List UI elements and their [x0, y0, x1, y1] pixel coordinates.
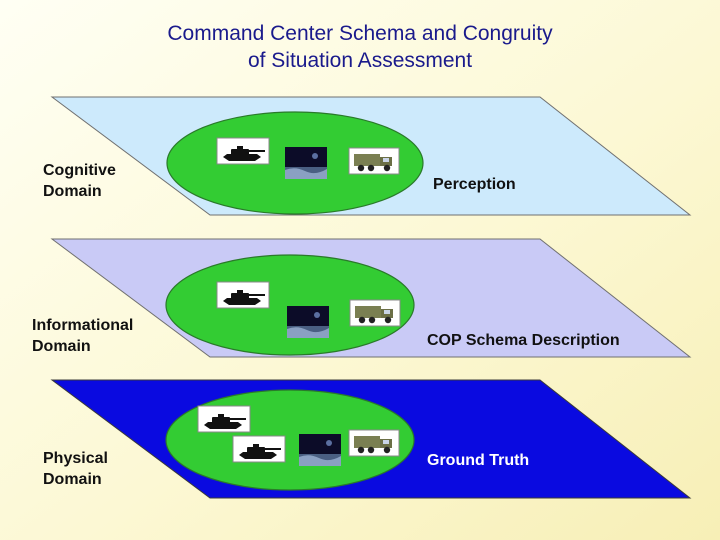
- photo-icon: [299, 434, 341, 466]
- photo-icon: [287, 306, 329, 338]
- truck-icon: [349, 299, 401, 327]
- informational-ellipse: [165, 254, 415, 356]
- slide-title: Command Center Schema and Congruity of S…: [0, 20, 720, 74]
- tank-icon: [216, 137, 270, 165]
- informational-layer: [50, 238, 692, 358]
- perception-label: Perception: [433, 176, 516, 193]
- physical-layer: [50, 379, 692, 499]
- photo-icon: [285, 147, 327, 179]
- tank-icon: [216, 281, 270, 309]
- truck-icon: [348, 147, 400, 175]
- ground-truth-label: Ground Truth: [427, 452, 530, 469]
- informational-domain-label: Informational Domain: [32, 317, 134, 355]
- cop-schema-description-label: COP Schema Description: [427, 332, 620, 349]
- title-line-1: Command Center Schema and Congruity: [167, 22, 553, 45]
- title-line-2: of Situation Assessment: [247, 49, 473, 72]
- tank-icon: [232, 435, 286, 463]
- cognitive-layer: [50, 96, 692, 216]
- tank-icon: [197, 405, 251, 433]
- cognitive-domain-label: Cognitive Domain: [43, 162, 116, 200]
- truck-icon: [348, 429, 400, 457]
- physical-domain-label: Physical Domain: [43, 450, 108, 488]
